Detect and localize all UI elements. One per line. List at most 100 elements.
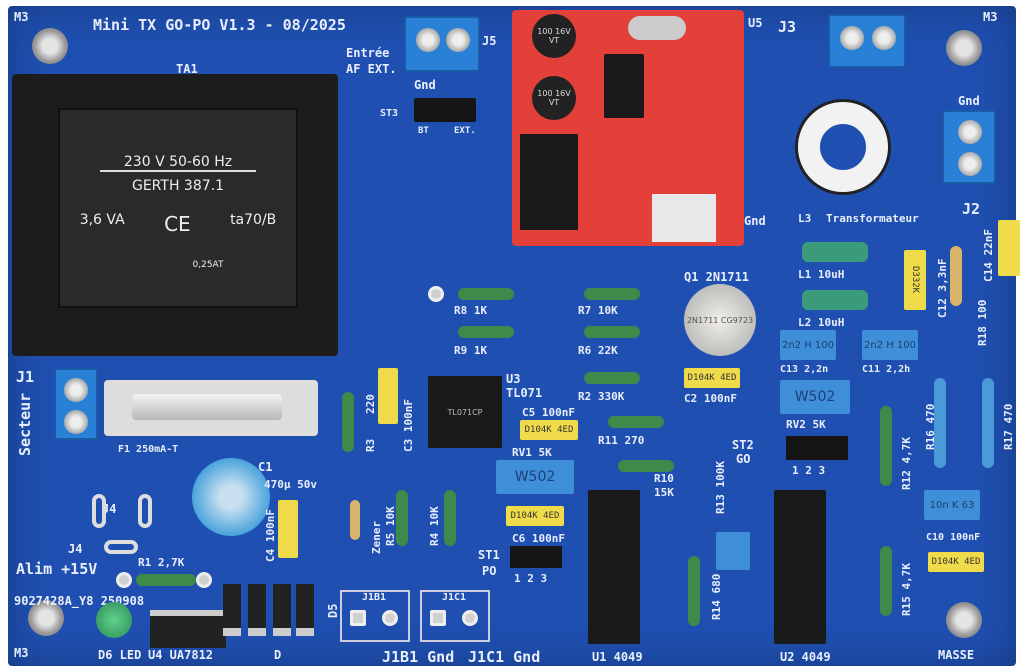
label-r17: R17 470 <box>1002 403 1015 450</box>
label-st3: ST3 <box>380 108 399 119</box>
label-gnd: Gnd <box>744 214 766 228</box>
label-c6: C6 100nF <box>512 532 565 545</box>
label-r1: R1 2,7K <box>138 556 185 569</box>
terminal-block-j5[interactable] <box>404 16 480 72</box>
label-r15: R15 4,7K <box>900 563 913 616</box>
label-c10: C10 100nF <box>926 532 981 543</box>
label-transformateur: Transformateur <box>826 212 919 225</box>
label-r11: R11 270 <box>598 434 645 447</box>
connector-j1c1[interactable] <box>420 590 490 642</box>
temp-text: ta70/B <box>230 212 277 228</box>
transformer: 230 V 50-60 Hz GERTH 387.1 3,6 VA CE ta7… <box>12 74 338 356</box>
j4-slot <box>104 540 138 554</box>
label-c11: C11 2,2h <box>862 364 911 375</box>
resistor-r11 <box>608 416 664 428</box>
resistor-r10 <box>618 460 674 472</box>
label-f1: F1 250mA-T <box>118 444 179 455</box>
inductor-l2 <box>802 290 868 310</box>
resistor-r14 <box>688 556 700 626</box>
label-j1b1-gnd: J1B1 Gnd <box>382 648 455 666</box>
label-secteur: Secteur <box>16 392 34 456</box>
trimmer-rv2[interactable]: W502 <box>780 380 850 414</box>
diode <box>296 584 314 636</box>
capacitor: D104K 4ED <box>506 506 564 526</box>
label-j1c1-gnd: J1C1 Gnd <box>468 648 541 666</box>
ic-u1 <box>588 490 640 644</box>
ic-u3: TL071CP <box>428 376 502 448</box>
module-chip <box>604 54 644 118</box>
resistor-r1 <box>136 574 196 586</box>
label-r9: R9 1K <box>454 344 488 357</box>
diode <box>273 584 291 636</box>
label-r4: R4 10K <box>428 506 441 546</box>
capacitor <box>716 532 750 570</box>
j4-slot <box>92 494 106 528</box>
pad <box>196 572 212 588</box>
fuse-rating-text: 0,25AT <box>192 260 224 270</box>
resistor-r17 <box>982 378 994 468</box>
label-tl071: TL071 <box>506 386 543 400</box>
label-u5: U5 <box>748 16 763 30</box>
terminal-block-j2[interactable] <box>942 110 996 184</box>
label-j1: J1 <box>16 368 35 386</box>
ic-u2 <box>774 490 826 644</box>
resistor-r15 <box>880 546 892 616</box>
label-c14: C14 22nF <box>982 229 995 282</box>
jumper-st3[interactable] <box>414 98 476 122</box>
label-r2: R2 330K <box>578 390 625 403</box>
capacitor: 100 16V VT <box>532 14 576 58</box>
label-q1: Q1 2N1711 <box>684 270 750 284</box>
label-j1c1: J1C1 <box>442 592 467 603</box>
connector-j1b1[interactable] <box>340 590 410 642</box>
label-r3: R3 <box>364 438 377 452</box>
resistor-r8 <box>458 288 514 300</box>
label-masse: MASSE <box>938 648 975 662</box>
label-ta1: TA1 <box>176 62 198 76</box>
label-r3-value: 220 <box>364 394 377 414</box>
pcb-board: M3 M3 M3 MASSE Mini TX GO-PO V1.3 - 08/2… <box>8 6 1020 666</box>
transformer-label-panel: 230 V 50-60 Hz GERTH 387.1 3,6 VA CE ta7… <box>58 108 298 308</box>
label-c5: C5 100nF <box>522 406 575 419</box>
mounting-hole-bottom-right <box>946 602 982 638</box>
label-d: D <box>274 648 282 662</box>
label-j2: J2 <box>962 200 981 218</box>
terminal-block-j1[interactable] <box>54 368 98 440</box>
bluetooth-module-u5: 100 16V VT 100 16V VT <box>512 10 744 246</box>
capacitor: D104K 4ED <box>928 552 984 572</box>
trimmer-rv1[interactable]: W502 <box>496 460 574 494</box>
jumper-st1[interactable] <box>510 546 562 568</box>
capacitor-c11: 2n2 H 100 <box>862 330 918 360</box>
label-go: GO <box>736 452 751 466</box>
board-title: Mini TX GO-PO V1.3 - 08/2025 <box>93 16 346 34</box>
pad <box>428 286 444 302</box>
capacitor-c1 <box>192 458 270 536</box>
mounting-hole-top-right <box>946 30 982 66</box>
terminal-block-j3[interactable] <box>828 14 906 68</box>
ce-mark: CE <box>164 212 191 236</box>
zener-diode <box>350 500 360 540</box>
label-r18: R18 100 <box>976 299 989 346</box>
label-alim: Alim +15V <box>16 560 98 578</box>
capacitor-c3 <box>378 368 398 424</box>
j4-slot <box>138 494 152 528</box>
jumper-st2[interactable] <box>786 436 848 460</box>
label-st1: ST1 <box>478 548 500 562</box>
label-c3: C3 100nF <box>402 399 415 452</box>
label-r10: R10 <box>654 472 674 485</box>
pin-numbers: 1 2 3 <box>792 464 826 477</box>
capacitor-c5: D104K 4ED <box>520 420 578 440</box>
label-l3: L3 <box>798 212 812 225</box>
label-d5: D5 <box>326 603 340 618</box>
transistor-q1: 2N1711 CG9723 <box>684 284 756 356</box>
label-r12: R12 4,7K <box>900 437 913 490</box>
label-af-ext: AF EXT. <box>346 62 397 76</box>
label-j5: J5 <box>482 34 497 48</box>
crystal <box>628 16 686 40</box>
resistor-r3 <box>342 392 354 452</box>
label-c1-value: 470µ 50v <box>264 478 317 491</box>
diode <box>248 584 266 636</box>
label-u3: U3 <box>506 372 521 386</box>
label-rv2: RV2 5K <box>786 418 826 431</box>
led-d6 <box>96 602 132 638</box>
label-m3: M3 <box>14 10 29 24</box>
